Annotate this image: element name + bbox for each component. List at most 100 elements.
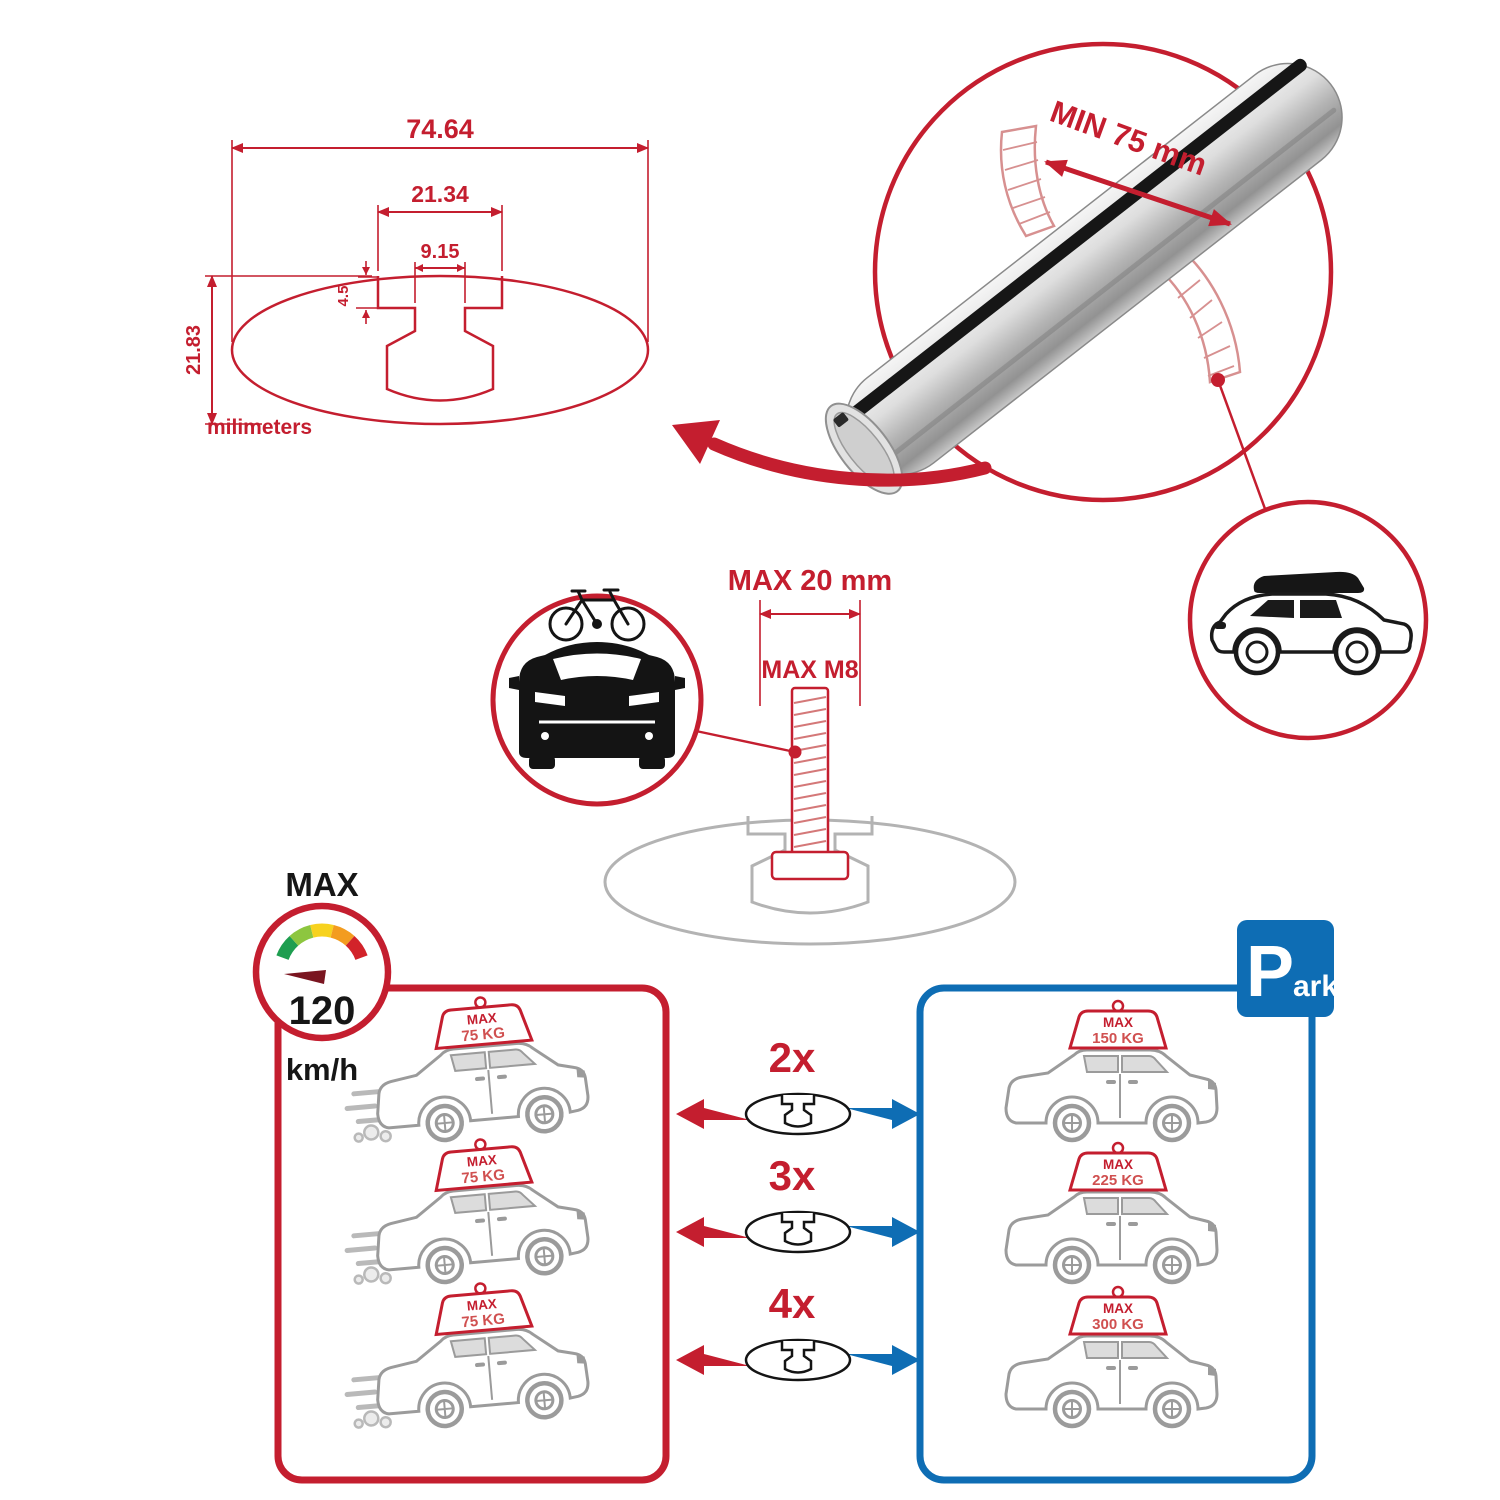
- dim-channel-inner-label: 9.15: [421, 241, 460, 263]
- driving-car-3: MAX 75 KG: [338, 1277, 590, 1434]
- dim-channel-outer: 21.34: [377, 181, 503, 271]
- suv-rear-wheel: [1333, 628, 1381, 676]
- clamp-point-dot: [1211, 373, 1225, 387]
- ghost-profile-channel: [746, 816, 874, 915]
- crossbar-rubber-strip: [846, 58, 1307, 422]
- parking-sign-plate: [1237, 920, 1334, 1017]
- dim-total-width: 74.64: [231, 114, 649, 342]
- speedometer-needle: [284, 970, 326, 984]
- badge-value: 75 KG: [461, 1310, 506, 1331]
- bolt-thread-hatching: [793, 696, 827, 848]
- crossbar-section-icon: [744, 1338, 852, 1382]
- dim-lip-depth: 4.5: [335, 261, 377, 324]
- parked-car-3: MAX 300 KG: [1006, 1285, 1217, 1426]
- min-grip-arrow: [1044, 159, 1232, 227]
- parking-sign: P ark: [1237, 920, 1338, 1017]
- dim-total-height: 21.83: [183, 275, 372, 425]
- arrow-to-parking-panel: [846, 1099, 920, 1129]
- speed-value: 120: [289, 989, 356, 1033]
- mount-bolt-diagram: MAX 20 mm MAX M8: [603, 565, 1017, 946]
- profile-ellipse: [230, 274, 650, 426]
- roof-load-badge: MAX 225 KG: [1068, 1141, 1168, 1192]
- arrow-to-speed-panel: [676, 1345, 750, 1375]
- suv-roofbox-circle: [1187, 499, 1429, 741]
- bike-icon: [548, 588, 646, 642]
- badge-title: MAX: [1103, 1157, 1133, 1172]
- car-mirror-right: [675, 676, 685, 690]
- t-bolt: [770, 686, 850, 881]
- roof-load-badge: MAX 75 KG: [430, 1133, 534, 1192]
- badge-value: 225 KG: [1092, 1172, 1144, 1189]
- arrow-to-speed-panel: [676, 1217, 750, 1247]
- suv-roofbox: [1253, 571, 1365, 593]
- driving-car-2: MAX 75 KG: [338, 1133, 590, 1290]
- dim-total-height-label: 21.83: [183, 325, 205, 375]
- arrow-to-parking-panel: [846, 1217, 920, 1247]
- suv-front-wheel: [1233, 628, 1281, 676]
- profile-pointer-arrow: [672, 420, 992, 487]
- badge-value: 300 KG: [1092, 1316, 1144, 1333]
- suv-front-window: [1250, 600, 1294, 618]
- profile-t-slot-channel: [376, 276, 504, 402]
- car-windshield: [553, 653, 641, 680]
- badge-title: MAX: [466, 1296, 497, 1314]
- car-mirror-left: [509, 676, 519, 690]
- bolt-max-width-label: MAX 20 mm: [728, 565, 892, 597]
- crossbar-closeup: MIN 75 mm: [672, 41, 1343, 529]
- parking-sign-ark: ark: [1293, 970, 1338, 1003]
- bar-quantity-rows: 2x 3x 4x: [676, 1034, 920, 1382]
- roof-load-badge: MAX 75 KG: [430, 1277, 534, 1336]
- driving-car-1: MAX 75 KG: [338, 991, 590, 1148]
- badge-value: 75 KG: [461, 1166, 506, 1187]
- speed-units: km/h: [286, 1052, 358, 1087]
- profile-dimension-drawing: 74.64 21.34 9.15 4.5 21.83 milimeters: [183, 114, 650, 439]
- dim-lip-depth-label: 4.5: [335, 286, 352, 307]
- bolt-t-head: [770, 850, 850, 881]
- badge-value: 75 KG: [461, 1024, 506, 1045]
- suv-leader-line: [1216, 379, 1274, 529]
- dim-channel-outer-label: 21.34: [411, 181, 469, 207]
- units-label: milimeters: [207, 416, 312, 439]
- roof-load-badge: MAX 150 KG: [1068, 999, 1168, 1050]
- car-headlight-left: [535, 692, 565, 706]
- suv-rear-hub: [1345, 640, 1369, 664]
- speed-panel: MAX 75 KG MAX 75 KG MAX 75 KG: [274, 984, 670, 1484]
- crossbar-section-icon: [744, 1092, 852, 1136]
- arrow-to-speed-panel: [676, 1099, 750, 1129]
- parked-car-2: MAX 225 KG: [1006, 1141, 1217, 1282]
- badge-title: MAX: [1103, 1015, 1133, 1030]
- car-left-tire: [529, 756, 555, 769]
- quantity-label: 3x: [769, 1152, 816, 1199]
- roof-load-badge: MAX 75 KG: [430, 991, 534, 1050]
- badge-title: MAX: [1103, 1301, 1133, 1316]
- suv-headlight: [1214, 622, 1226, 629]
- car-front-icon: [509, 642, 685, 769]
- parking-panel: MAX 150 KG MAX 225 KG MAX 300 KG P ark: [916, 920, 1338, 1484]
- crossbar-section-icon: [744, 1210, 852, 1254]
- quantity-row-3x: 3x: [676, 1152, 920, 1254]
- roof-load-badge: MAX 300 KG: [1068, 1285, 1168, 1336]
- suv-rear-window: [1300, 600, 1342, 618]
- quantity-row-2x: 2x: [676, 1034, 920, 1136]
- arrow-to-parking-panel: [846, 1345, 920, 1375]
- dim-total-width-label: 74.64: [406, 114, 474, 144]
- speedometer: MAX 120 km/h: [252, 866, 392, 1087]
- car-right-tire: [639, 756, 665, 769]
- quantity-label: 4x: [769, 1280, 816, 1327]
- dim-channel-inner: 9.15: [414, 241, 466, 303]
- badge-value: 150 KG: [1092, 1030, 1144, 1047]
- speedometer-gauge-arc: [276, 923, 368, 961]
- suv-front-hub: [1245, 640, 1269, 664]
- badge-title: MAX: [466, 1010, 497, 1028]
- bolt-max-thread-label: MAX M8: [761, 656, 858, 684]
- suv-illustration: [1209, 571, 1413, 676]
- quantity-label: 2x: [769, 1034, 816, 1081]
- parking-sign-p: P: [1246, 932, 1294, 1012]
- crossbar-end-slot: [833, 412, 849, 427]
- car-fog-right: [645, 732, 653, 740]
- car-headlight-right: [629, 692, 659, 706]
- quantity-row-4x: 4x: [676, 1280, 920, 1382]
- car-fog-left: [541, 732, 549, 740]
